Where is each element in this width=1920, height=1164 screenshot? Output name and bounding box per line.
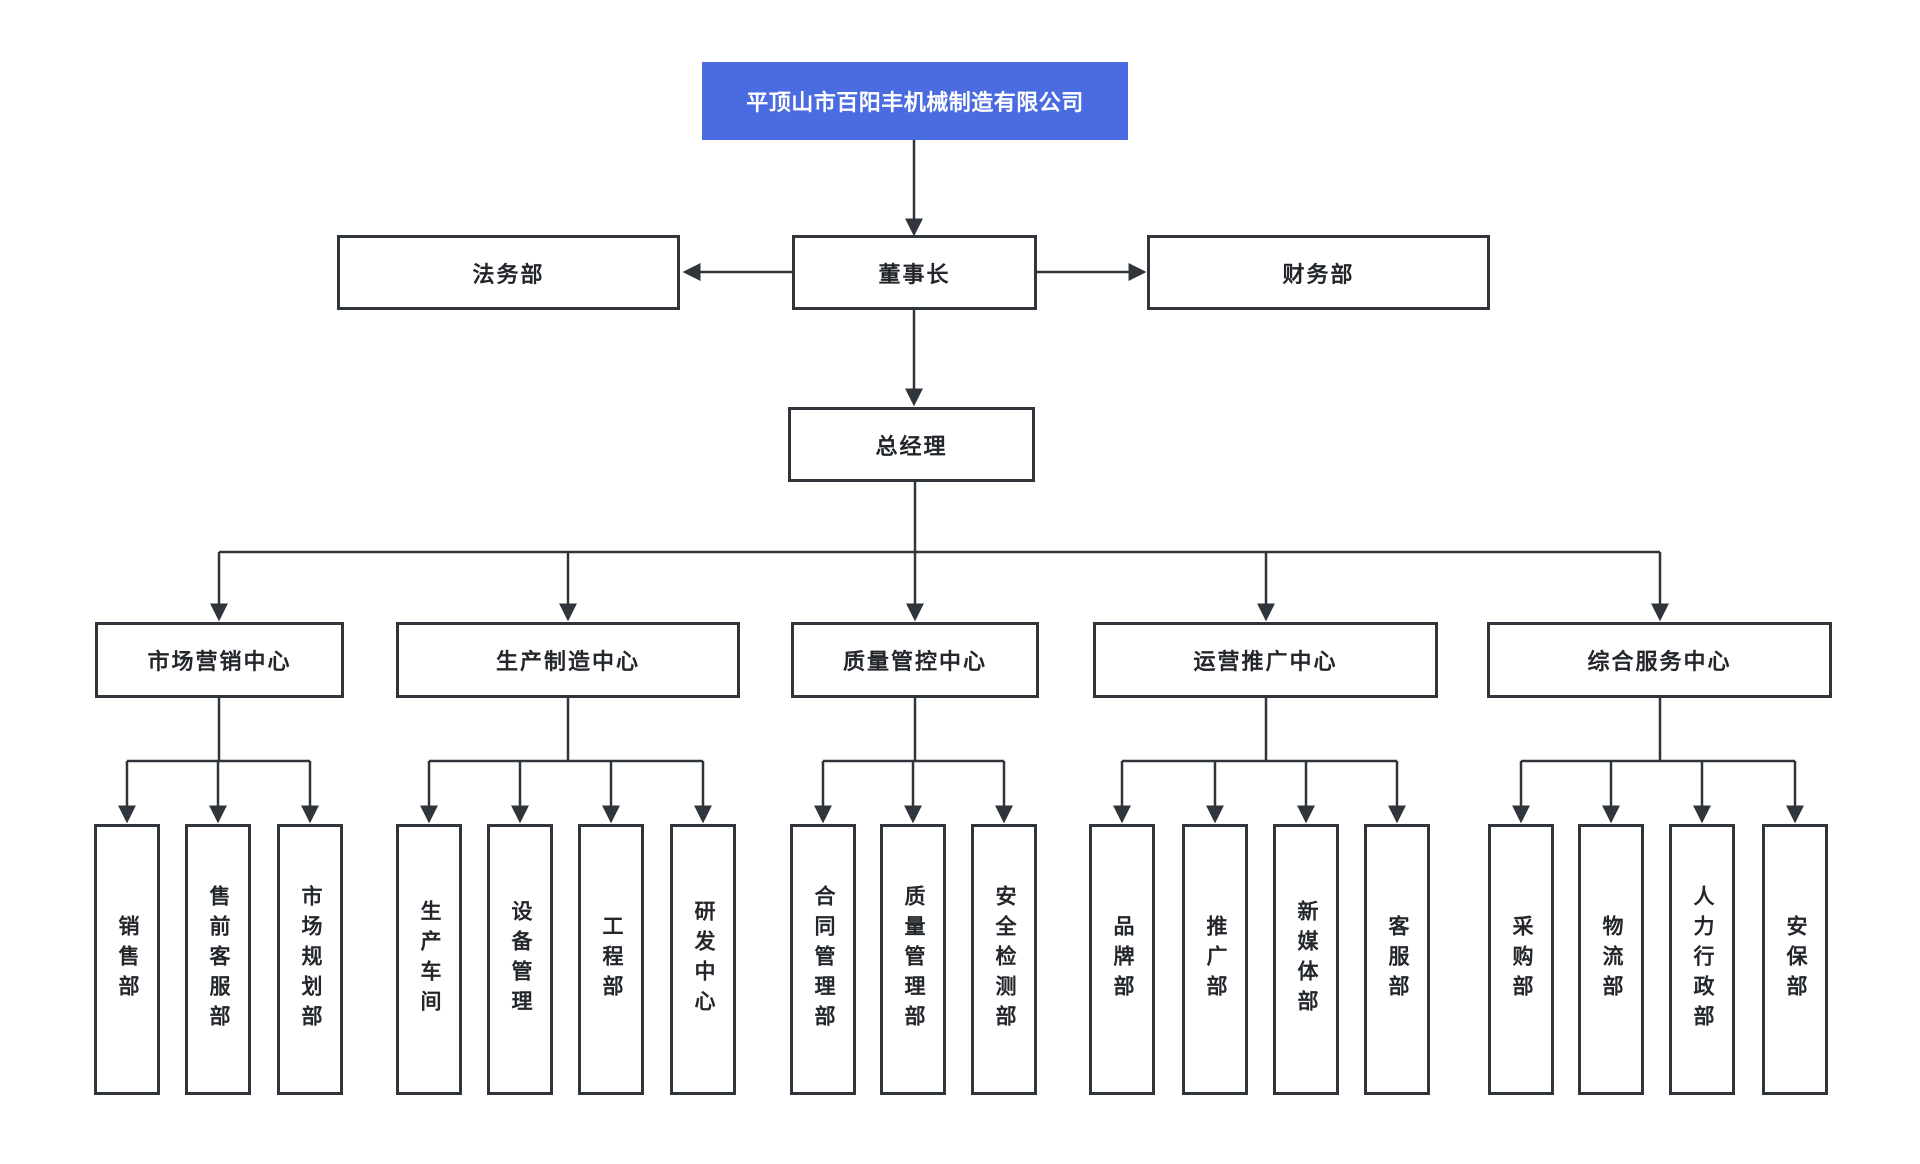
node-dept-hr-admin: 人力行政部	[1669, 824, 1735, 1095]
connector-arrows	[118, 140, 1804, 824]
node-dept-quality-management: 质量管理部	[880, 824, 946, 1095]
node-dept-safety-inspection: 安全检测部	[971, 824, 1037, 1095]
node-dept-brand: 品牌部	[1089, 824, 1155, 1095]
node-company-root: 平顶山市百阳丰机械制造有限公司	[702, 62, 1128, 140]
node-dept-rnd-center: 研发中心	[670, 824, 736, 1095]
connector-buses	[127, 482, 1795, 763]
node-dept-production-workshop: 生产车间	[396, 824, 462, 1095]
node-center-manufacturing: 生产制造中心	[396, 622, 740, 698]
node-dept-engineering: 工程部	[578, 824, 644, 1095]
node-dept-logistics: 物流部	[1578, 824, 1644, 1095]
node-dept-new-media: 新媒体部	[1273, 824, 1339, 1095]
node-dept-promotion: 推广部	[1182, 824, 1248, 1095]
node-chairman: 董事长	[792, 235, 1037, 310]
node-dept-security: 安保部	[1762, 824, 1828, 1095]
node-dept-procurement: 采购部	[1488, 824, 1554, 1095]
node-center-quality: 质量管控中心	[791, 622, 1039, 698]
node-legal-dept: 法务部	[337, 235, 680, 310]
node-general-manager: 总经理	[788, 407, 1035, 482]
node-dept-equipment-management: 设备管理	[487, 824, 553, 1095]
node-center-services: 综合服务中心	[1487, 622, 1832, 698]
node-dept-customer-service: 客服部	[1364, 824, 1430, 1095]
node-center-operations: 运营推广中心	[1093, 622, 1438, 698]
node-dept-market-planning: 市场规划部	[277, 824, 343, 1095]
node-dept-sales: 销售部	[94, 824, 160, 1095]
node-finance-dept: 财务部	[1147, 235, 1490, 310]
node-center-marketing: 市场营销中心	[95, 622, 344, 698]
node-dept-contract-management: 合同管理部	[790, 824, 856, 1095]
node-dept-presales-service: 售前客服部	[185, 824, 251, 1095]
